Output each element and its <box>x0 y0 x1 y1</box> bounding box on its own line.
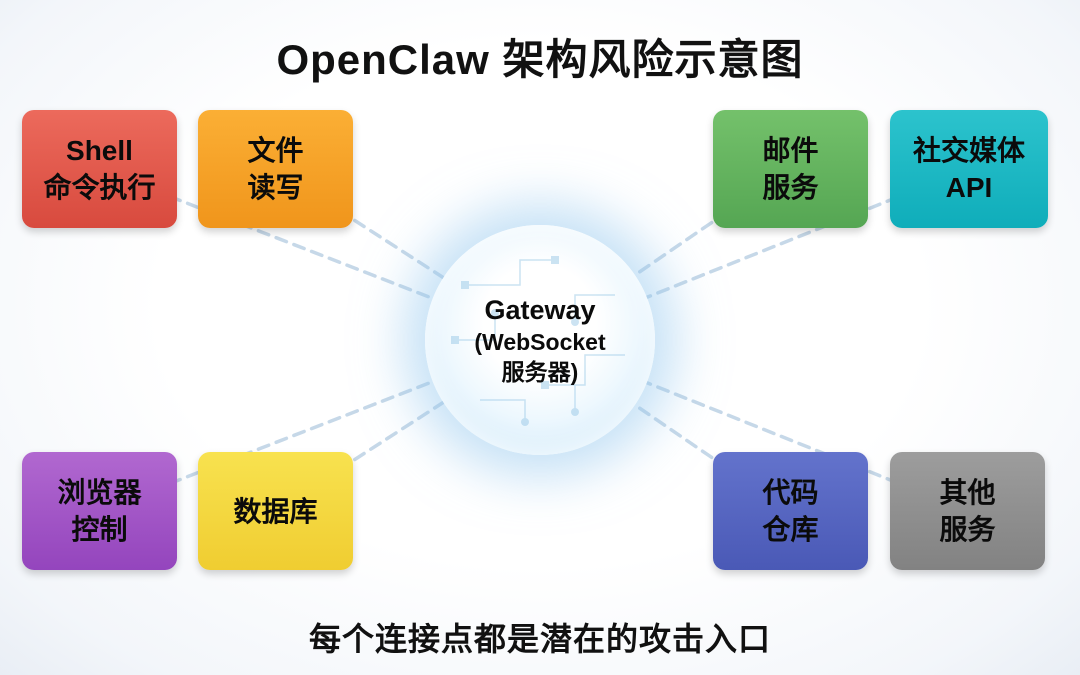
node-label-line: 文件 <box>247 135 304 166</box>
node-label-line: 社交媒体 <box>912 135 1025 166</box>
node-browser-control: 浏览器 控制 <box>22 452 177 570</box>
node-other-services: 其他 服务 <box>890 452 1045 570</box>
node-label-line: 读写 <box>247 172 304 203</box>
node-label-line: API <box>945 172 993 203</box>
node-label-line: Shell <box>66 135 133 166</box>
node-label-line: 浏览器 <box>57 477 142 508</box>
gateway-node: Gateway (WebSocket 服务器) <box>425 225 655 455</box>
node-label-line: 其他 <box>939 477 996 508</box>
gateway-label-line: 服务器) <box>501 358 579 385</box>
node-label-line: 服务 <box>939 514 996 545</box>
circuit-pattern-decoration <box>451 256 625 426</box>
node-label-line: 代码 <box>762 477 819 508</box>
node-shell-command: Shell 命令执行 <box>22 110 177 228</box>
node-file-read-write: 文件 读写 <box>198 110 353 228</box>
node-label-line: 仓库 <box>762 514 819 545</box>
gateway-label-line: Gateway <box>484 294 596 325</box>
diagram-caption: 每个连接点都是潜在的攻击入口 <box>308 621 771 657</box>
node-label-line: 控制 <box>71 514 128 545</box>
diagram-title: OpenClaw 架构风险示意图 <box>276 36 804 83</box>
gateway-label-line: (WebSocket <box>474 328 606 355</box>
node-database: 数据库 <box>198 452 353 570</box>
node-label-line: 服务 <box>762 172 819 203</box>
node-social-media-api: 社交媒体 API <box>890 110 1048 228</box>
node-label-line: 数据库 <box>233 495 318 527</box>
node-label-line: 邮件 <box>762 135 819 166</box>
node-email-service: 邮件 服务 <box>713 110 868 228</box>
node-code-repository: 代码 仓库 <box>713 452 868 570</box>
node-label-line: 命令执行 <box>43 172 156 203</box>
